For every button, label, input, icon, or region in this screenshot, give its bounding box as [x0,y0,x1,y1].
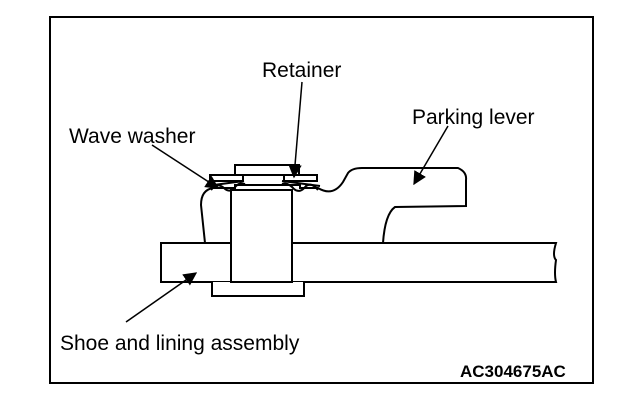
shoe-lining-leader [125,272,198,323]
shoe-lining-assembly [160,242,558,283]
retainer-right [283,174,318,182]
parking-lever-leader [413,125,449,186]
wave-washer-leader [151,144,220,189]
retainer-left [209,174,244,182]
retainer-leader [288,81,303,179]
parking-lever-label: Parking lever [412,106,535,129]
pin-base [211,282,305,297]
shoe-lining-label: Shoe and lining assembly [60,332,300,355]
figure-frame [49,16,594,384]
figure-code: AC304675AC [460,362,566,381]
pin-shaft [230,189,293,283]
wave-washer-label: Wave washer [69,125,195,148]
pin-head [234,164,300,176]
retainer-label: Retainer [262,59,341,82]
